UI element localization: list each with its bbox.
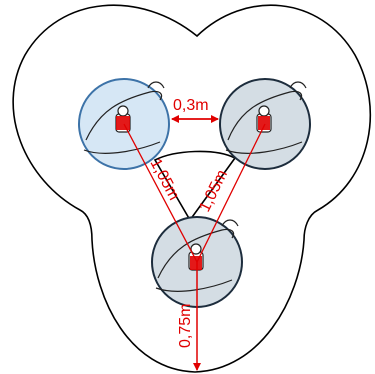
outer-clearance-boundary	[12, 4, 372, 373]
right-diagonal-dimension-line	[196, 123, 266, 263]
gap-label: 0,3m	[173, 97, 209, 114]
left-diagonal-dimension-line	[123, 123, 198, 263]
right-diagonal-label: 1,05m	[196, 167, 231, 214]
left-diagonal-label: 1,05m	[146, 156, 182, 203]
downward-label: 0,75m	[177, 304, 194, 348]
